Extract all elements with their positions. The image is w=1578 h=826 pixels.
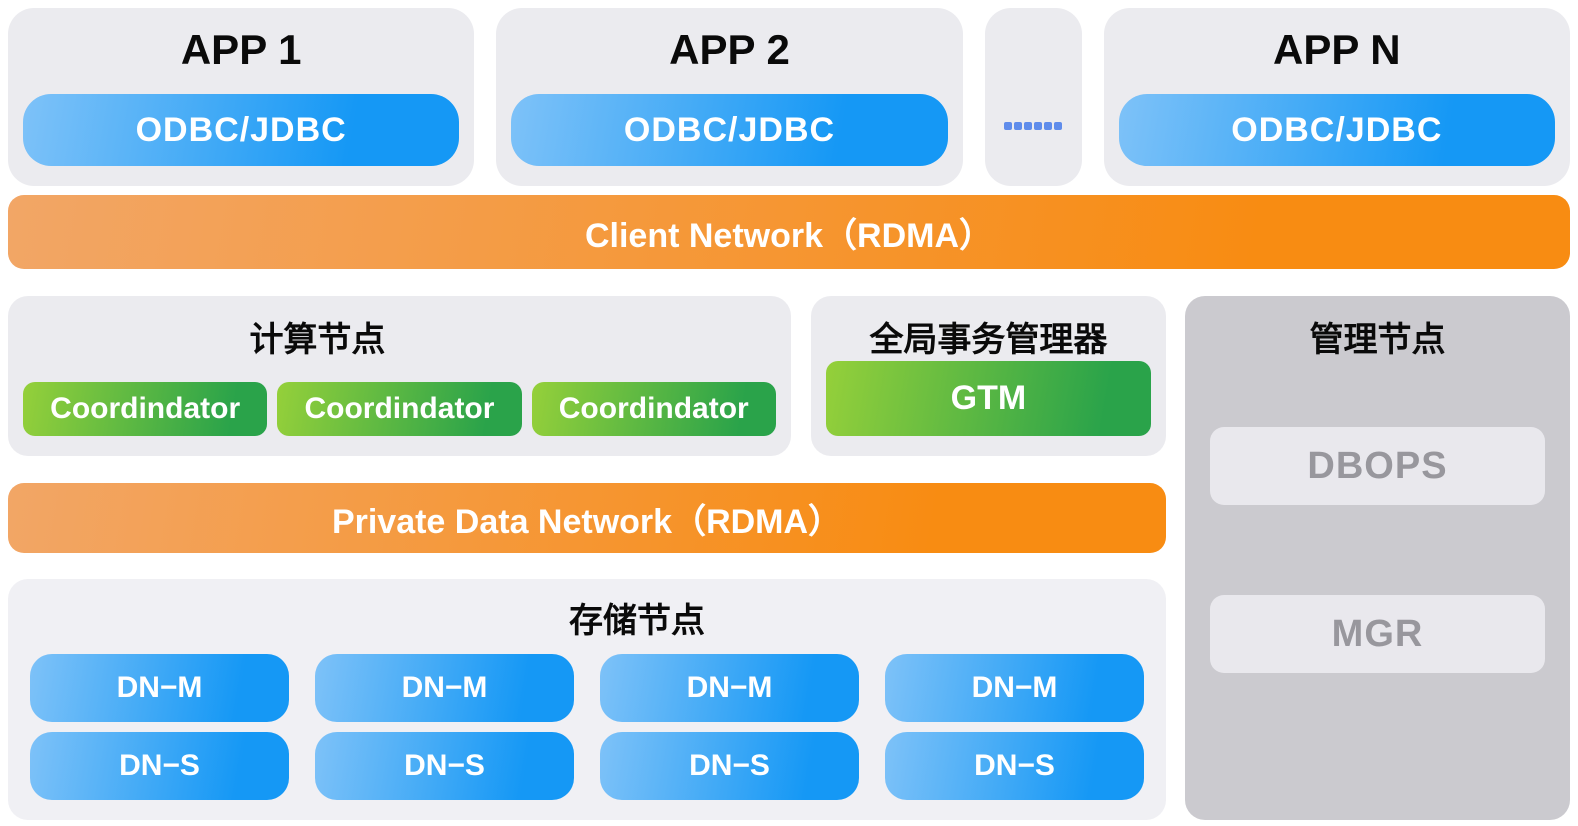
coordinator-row: Coordindator Coordindator Coordindator	[23, 382, 776, 436]
dbops-node: DBOPS	[1210, 427, 1545, 505]
dn-standby-node: DN−S	[885, 732, 1144, 800]
app-card-1: APP 1 ODBC/JDBC	[8, 8, 475, 186]
app-title: APP N	[1273, 26, 1401, 73]
apps-row: APP 1 ODBC/JDBC APP 2 ODBC/JDBC APP N OD…	[8, 8, 1570, 186]
dn-master-node: DN−M	[600, 654, 859, 722]
dn-standby-node: DN−S	[30, 732, 289, 800]
odbc-jdbc-node: ODBC/JDBC	[511, 94, 948, 166]
gtm-panel: 全局事务管理器 GTM	[810, 296, 1166, 456]
private-data-network-bar: Private Data Network（RDMA）	[8, 483, 1166, 553]
storage-node-title: 存储节点	[569, 602, 705, 640]
app-title: APP 1	[180, 26, 302, 73]
ellipsis-dots-icon	[985, 122, 1082, 130]
dn-standby-node: DN−S	[315, 732, 574, 800]
dn-master-node: DN−M	[885, 654, 1144, 722]
app-card-n: APP N ODBC/JDBC	[1103, 8, 1570, 186]
gtm-panel-title: 全局事务管理器	[869, 321, 1108, 359]
client-network-bar: Client Network（RDMA）	[8, 195, 1570, 269]
left-column: 计算节点 Coordindator Coordindator Coordinda…	[8, 296, 1166, 820]
mgr-node: MGR	[1210, 595, 1545, 673]
compute-gtm-row: 计算节点 Coordindator Coordindator Coordinda…	[8, 296, 1166, 456]
compute-node-title: 计算节点	[249, 321, 386, 359]
dn-master-node: DN−M	[315, 654, 574, 722]
management-node-title: 管理节点	[1309, 321, 1446, 359]
storage-node-panel: 存储节点 DN−M DN−M DN−M DN−M DN−S DN−S DN−S …	[8, 579, 1166, 820]
odbc-jdbc-node: ODBC/JDBC	[23, 94, 460, 166]
dn-master-row: DN−M DN−M DN−M DN−M	[30, 654, 1144, 722]
dn-standby-node: DN−S	[600, 732, 859, 800]
management-node-panel: 管理节点 DBOPS MGR	[1185, 296, 1570, 820]
lower-area: 计算节点 Coordindator Coordindator Coordinda…	[8, 296, 1570, 820]
coordinator-node: Coordindator	[23, 382, 268, 436]
app-title: APP 2	[669, 26, 790, 73]
dn-master-node: DN−M	[30, 654, 289, 722]
coordinator-node: Coordindator	[277, 382, 522, 436]
app-card-2: APP 2 ODBC/JDBC	[496, 8, 963, 186]
coordinator-node: Coordindator	[531, 382, 776, 436]
gtm-node: GTM	[825, 361, 1151, 436]
apps-ellipsis-card	[984, 8, 1082, 186]
dn-standby-row: DN−S DN−S DN−S DN−S	[30, 732, 1144, 800]
odbc-jdbc-node: ODBC/JDBC	[1118, 94, 1555, 166]
compute-node-panel: 计算节点 Coordindator Coordindator Coordinda…	[8, 296, 791, 456]
